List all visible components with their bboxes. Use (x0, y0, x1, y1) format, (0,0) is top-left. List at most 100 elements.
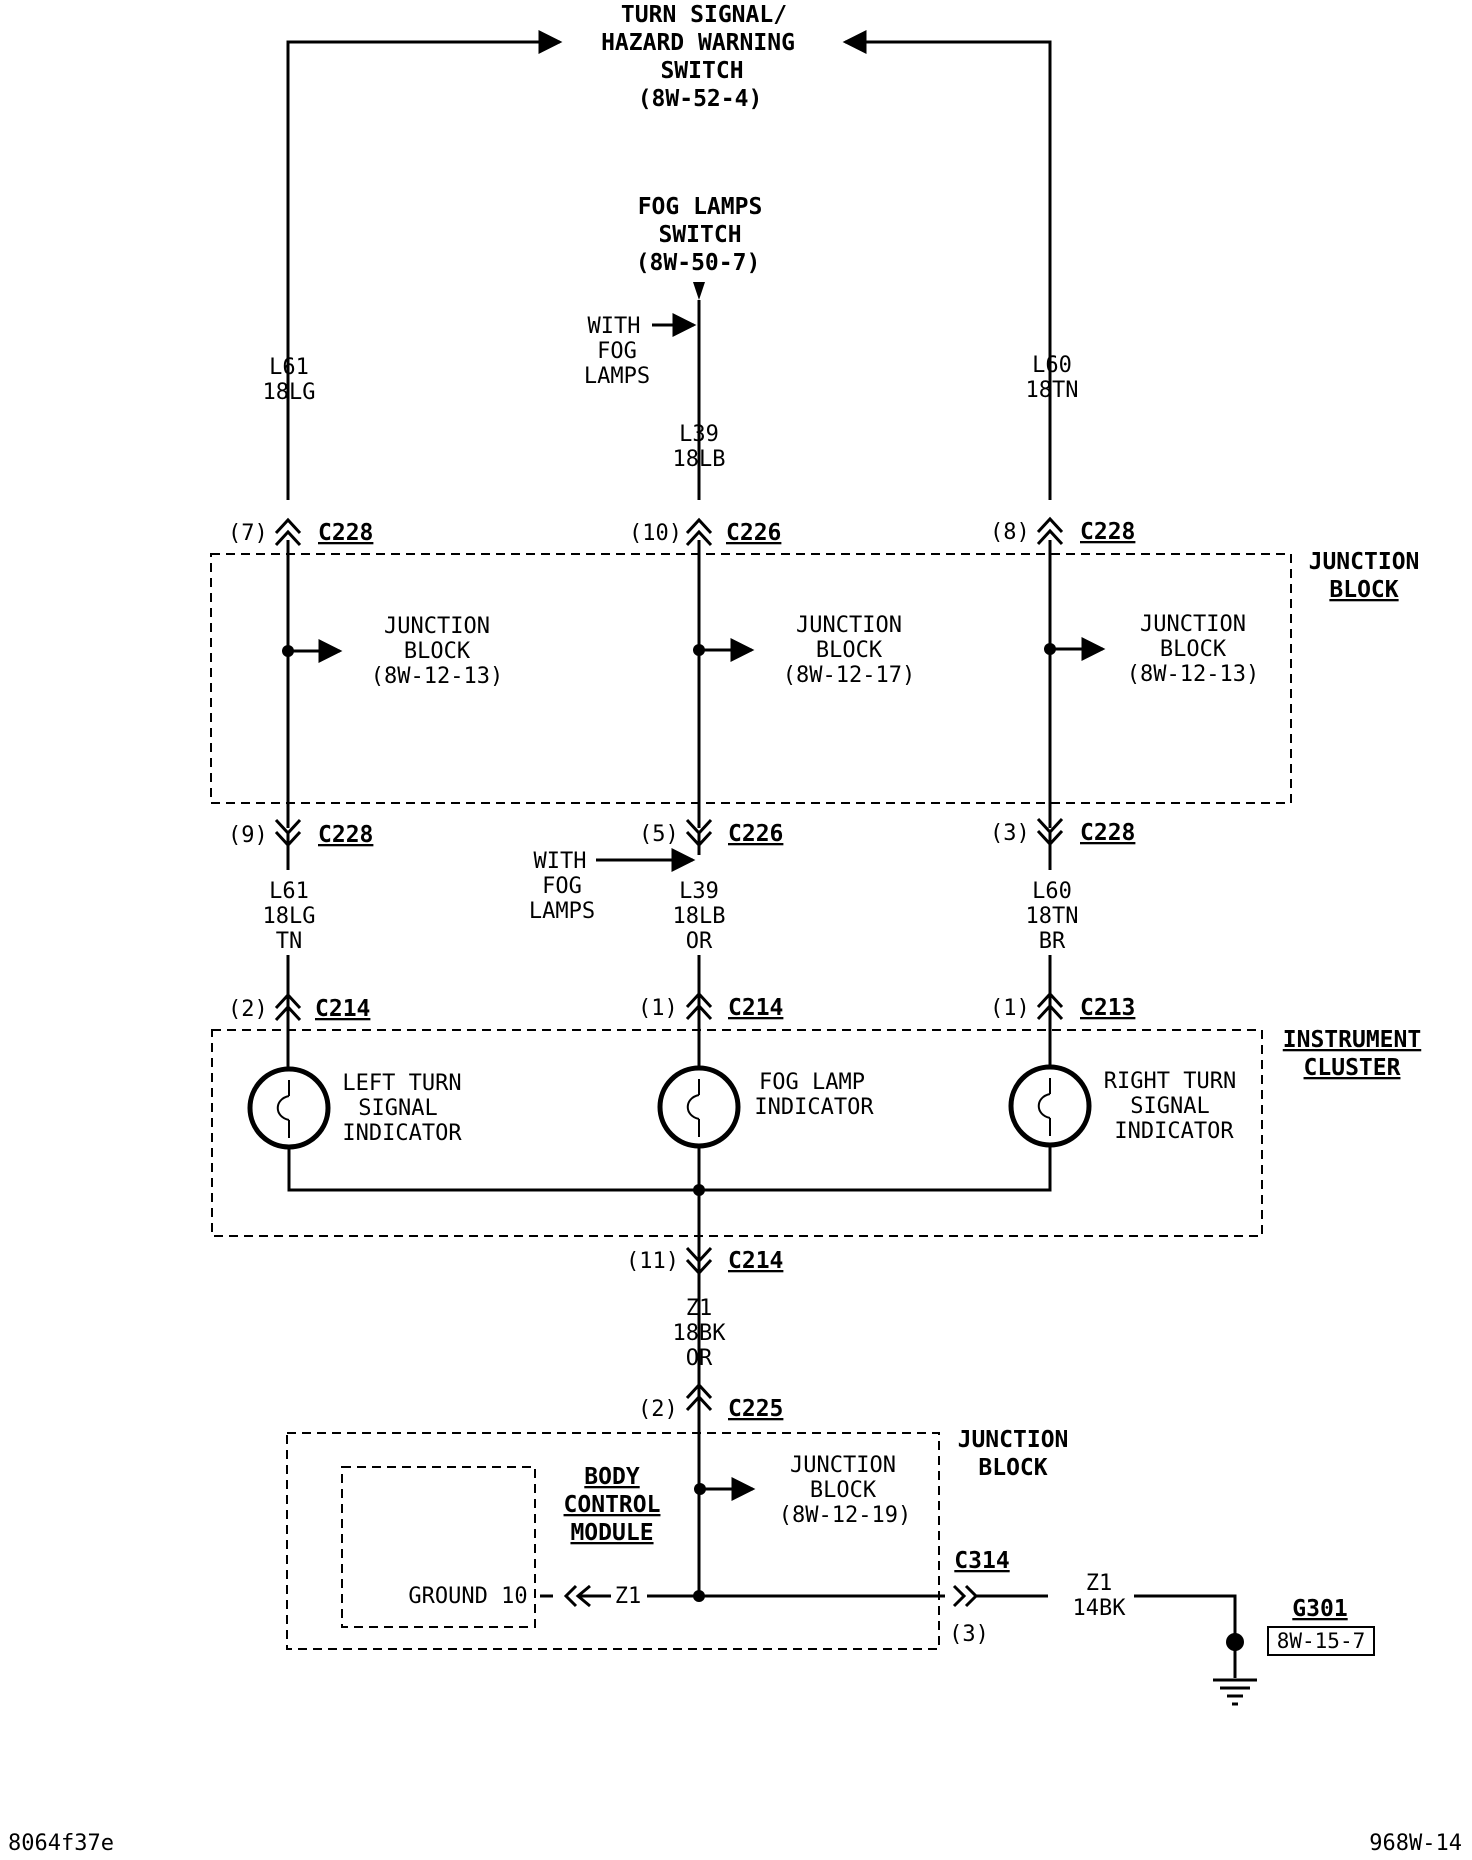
wire-l60-lower-id: L60 (1032, 879, 1072, 904)
with-fog-mid-1: WITH (534, 849, 587, 874)
turn-switch-line-1: TURN SIGNAL/ (621, 2, 787, 28)
wire-z1-gauge: 18BK (673, 1321, 727, 1346)
instrument-cluster-box (211, 1029, 1263, 1237)
junction-ref-mid: JUNCTION BLOCK (8W-12-17) (783, 613, 915, 688)
with-fog-top-2: FOG (597, 339, 637, 364)
connector-c228-left-mid: (9) C228 (228, 818, 373, 848)
bcm-line-3: MODULE (570, 1520, 653, 1546)
wire-l60-lower-gauge: 18TN (1026, 904, 1079, 929)
wire-l60-lower-color: BR (1039, 929, 1066, 954)
c214-ground-pin: (11) (626, 1249, 679, 1274)
right-wire-to-switch (842, 29, 1052, 500)
wire-l60-upper-gauge: 18TN (1026, 378, 1079, 403)
upper-wire-labels: L61 18LG L39 18LB L60 18TN (263, 353, 1079, 472)
wire-l61-upper-gauge: 18LG (263, 380, 316, 405)
wire-l61-lower-id: L61 (269, 879, 309, 904)
wire-z1-id: Z1 (686, 1296, 713, 1321)
junction-ref-left: JUNCTION BLOCK (8W-12-13) (371, 614, 503, 689)
lower-junction-title-2: BLOCK (978, 1455, 1047, 1481)
instrument-cluster-title: INSTRUMENT CLUSTER (1283, 1027, 1421, 1081)
cluster-ground-bus (287, 1145, 1052, 1410)
cluster-title-1: INSTRUMENT (1283, 1027, 1421, 1053)
cluster-title-2: CLUSTER (1304, 1055, 1401, 1081)
lower-junction-ref-1: JUNCTION (790, 1453, 896, 1478)
junction-ref-mid-3: (8W-12-17) (783, 663, 915, 688)
ground-wire-labels-right: Z1 14BK (1073, 1571, 1127, 1621)
fog-switch-line-2: SWITCH (658, 222, 741, 248)
fog-switch-terminal (693, 282, 705, 300)
c214-left-pin: (2) (228, 997, 268, 1022)
wire-l39-lower-color: OR (686, 929, 713, 954)
wire-l60-upper-id: L60 (1032, 353, 1072, 378)
c225-pin: (2) (638, 1397, 678, 1422)
connector-c228-right-top: (8) C228 (990, 516, 1135, 546)
fog-indicator-line-1: FOG LAMP (759, 1070, 865, 1095)
c228-right-mid-name: C228 (1080, 820, 1135, 846)
turn-switch-line-2: HAZARD WARNING (601, 30, 795, 56)
connector-c214-ground: (11) C214 (626, 1246, 783, 1276)
turn-switch-line-3: SWITCH (660, 58, 743, 84)
connector-c228-left-top: (7) C228 (228, 517, 373, 547)
junction-ref-right-1: JUNCTION (1140, 612, 1246, 637)
bcm-wire-label: Z1 (615, 1584, 642, 1609)
bcm-line-1: BODY (584, 1464, 640, 1490)
c226-mid-name: C226 (728, 821, 783, 847)
lower-junction-title: JUNCTION BLOCK (958, 1427, 1069, 1481)
junction-ref-left-3: (8W-12-13) (371, 664, 503, 689)
junction-ref-right-3: (8W-12-13) (1127, 662, 1259, 687)
junction-title-1: JUNCTION (1309, 549, 1420, 575)
wire-z1-14bk-id: Z1 (1086, 1571, 1113, 1596)
with-fog-top-3: LAMPS (584, 364, 650, 389)
junction-block-wires (282, 540, 1106, 828)
wire-l39-upper-id: L39 (679, 422, 719, 447)
with-fog-lamps-top: WITH FOG LAMPS (584, 313, 697, 389)
left-turn-indicator-lamp: LEFT TURN SIGNAL INDICATOR (247, 1066, 462, 1150)
lower-wire-labels: L61 18LG TN L39 18LB OR L60 18TN BR (263, 879, 1079, 954)
c228-right-mid-pin: (3) (990, 821, 1030, 846)
with-fog-mid-3: LAMPS (529, 899, 595, 924)
c228-left-top-pin: (7) (228, 521, 268, 546)
junction-ref-right: JUNCTION BLOCK (8W-12-13) (1127, 612, 1259, 687)
junction-block-box (210, 553, 1292, 804)
with-fog-lamps-mid: WITH FOG LAMPS (529, 848, 696, 924)
c226-mid-pin: (5) (639, 822, 679, 847)
body-control-module-box (341, 1466, 536, 1628)
c226-top-pin: (10) (629, 521, 682, 546)
ground-g301: G301 8W-15-7 (1213, 1596, 1375, 1706)
junction-title-2: BLOCK (1329, 577, 1398, 603)
bcm-line-2: CONTROL (564, 1492, 661, 1518)
lower-junction-ref-3: (8W-12-19) (779, 1503, 911, 1528)
fog-switch-line-3: (8W-50-7) (636, 250, 761, 276)
g301-ref: 8W-15-7 (1277, 1629, 1366, 1653)
lower-junction-title-1: JUNCTION (958, 1427, 1069, 1453)
junction-ref-left-2: BLOCK (404, 639, 471, 664)
c225-name: C225 (728, 1396, 783, 1422)
connector-c214-mid: (1) C214 (638, 991, 783, 1021)
g301-name: G301 (1292, 1596, 1347, 1622)
connector-c225: (2) C225 (638, 1382, 783, 1422)
wire-l39-lower-id: L39 (679, 879, 719, 904)
c214-ground-name: C214 (728, 1248, 783, 1274)
left-indicator-line-1: LEFT TURN (342, 1071, 461, 1096)
lower-junction-block-box (286, 1432, 940, 1650)
wire-l61-upper-id: L61 (269, 355, 309, 380)
right-indicator-line-3: INDICATOR (1114, 1119, 1234, 1144)
connector-c314: C314 (3) (949, 1548, 1010, 1647)
connector-c214-left: (2) C214 (228, 992, 370, 1022)
cluster-feed-wires (286, 832, 1052, 1072)
wire-z1-14bk-gauge: 14BK (1073, 1596, 1127, 1621)
c228-left-mid-pin: (9) (228, 823, 268, 848)
junction-ref-mid-2: BLOCK (816, 638, 883, 663)
wire-l39-lower-gauge: 18LB (673, 904, 726, 929)
connector-c228-right-mid: (3) C228 (990, 817, 1135, 847)
connector-c226-mid: (5) C226 (639, 818, 783, 848)
lower-junction-ref-2: BLOCK (810, 1478, 877, 1503)
junction-block-title: JUNCTION BLOCK (1309, 549, 1420, 603)
turn-switch-wires (286, 29, 1052, 500)
c314-name: C314 (954, 1548, 1009, 1574)
right-indicator-line-1: RIGHT TURN (1104, 1069, 1236, 1094)
c228-left-mid-name: C228 (318, 822, 373, 848)
wire-z1-color: OR (686, 1346, 713, 1371)
c214-mid-pin: (1) (638, 996, 678, 1021)
